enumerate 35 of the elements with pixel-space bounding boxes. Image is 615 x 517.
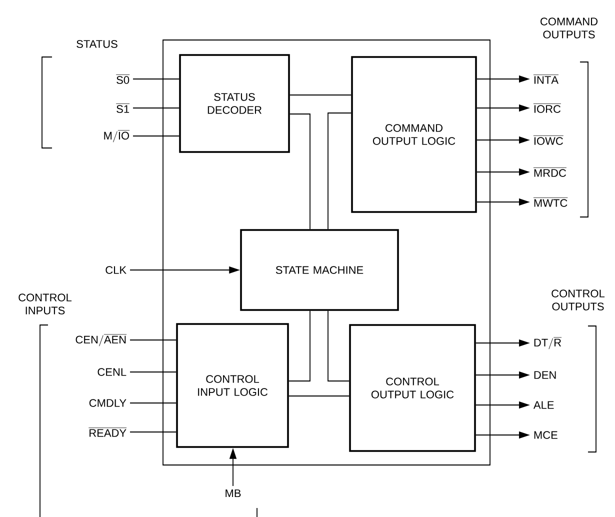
- logic-block: CONTROL OUTPUT LOGIC: [349, 324, 476, 452]
- signal-label: $\overline{\mathrm{IOWC}}$: [533, 136, 564, 145]
- signal-label: $\mathrm{M/\overline{IO}}$: [104, 130, 130, 142]
- signal-label: $\overline{\mathrm{S1}}$: [116, 104, 130, 113]
- signal-label: MCE: [534, 431, 558, 439]
- signal-label: ALE: [533, 401, 554, 409]
- signal-label: $\overline{\mathrm{MRDC}}$: [533, 168, 566, 177]
- logic-block: CONTROL INPUT LOGIC: [176, 323, 289, 448]
- signal-label: $\overline{\mathrm{READY}}$: [88, 428, 127, 437]
- logic-block: STATE MACHINE: [240, 229, 399, 311]
- signal-label: DEN: [534, 371, 556, 379]
- chip-outline: [162, 40, 490, 466]
- signal-label: $\mathrm{CEN/\overline{AEN}}$: [76, 334, 127, 346]
- connector-line: [328, 112, 352, 230]
- connector-line: [132, 78, 180, 80]
- connector-line: [289, 114, 310, 230]
- group-label: COMMAND OUTPUTS: [540, 18, 598, 38]
- signal-label: $\overline{\mathrm{S0}}$: [116, 74, 130, 84]
- signal-label: CMDLY: [89, 399, 126, 407]
- signal-label: CLK: [106, 266, 126, 274]
- signal-label: $\overline{\mathrm{IORC}}$: [533, 104, 561, 113]
- connector-line: [328, 310, 350, 382]
- connector-line: [289, 94, 352, 96]
- connector-line: [130, 402, 177, 404]
- signal-label: $\overline{\mathrm{MWTC}}$: [533, 198, 568, 207]
- logic-block: COMMAND OUTPUT LOGIC: [351, 56, 477, 213]
- signal-label: CENL: [98, 368, 126, 376]
- signal-label: $\mathrm{DT/\overline{R}}$: [534, 337, 562, 350]
- signal-label: $\overline{\mathrm{INTA}}$: [533, 74, 559, 84]
- group-label: CONTROL OUTPUTS: [552, 290, 605, 310]
- group-label: STATUS: [76, 40, 118, 48]
- group-label: CONTROL INPUTS: [18, 294, 72, 314]
- connector-line: [288, 310, 310, 382]
- logic-block: STATUS DECODER: [179, 54, 290, 153]
- signal-label: MB: [226, 489, 241, 498]
